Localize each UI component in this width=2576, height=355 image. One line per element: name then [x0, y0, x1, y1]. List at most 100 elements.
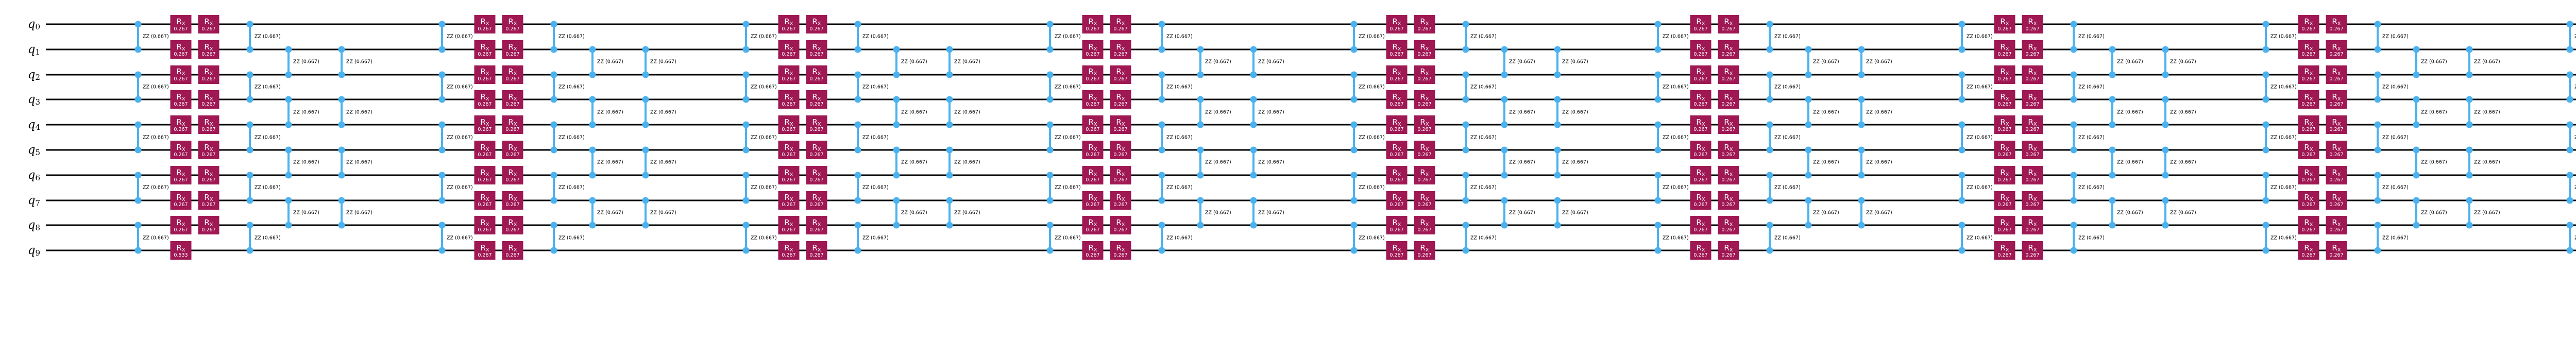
- zz-gate-dot-q1[interactable]: [2162, 46, 2169, 53]
- zz-gate-dot-q5[interactable]: [134, 146, 142, 154]
- zz-gate-dot-q9[interactable]: [742, 247, 750, 254]
- zz-gate-link-q3-q4[interactable]: [1860, 99, 1862, 125]
- zz-gate-link-q1-q2[interactable]: [1252, 49, 1255, 75]
- zz-gate-link-q7-q8[interactable]: [895, 200, 897, 226]
- zz-gate-dot-q9[interactable]: [2374, 247, 2381, 254]
- zz-gate-dot-q3[interactable]: [589, 96, 596, 103]
- zz-gate-dot-q4[interactable]: [285, 121, 292, 128]
- zz-gate-link-q6-q7[interactable]: [1465, 175, 1467, 200]
- zz-gate-dot-q7[interactable]: [742, 197, 750, 204]
- zz-gate-dot-q2[interactable]: [338, 71, 345, 78]
- zz-gate-link-q7-q8[interactable]: [1252, 200, 1255, 226]
- zz-gate-link-q1-q2[interactable]: [2164, 49, 2166, 75]
- zz-gate-dot-q1[interactable]: [2466, 46, 2473, 53]
- zz-gate-dot-q0[interactable]: [1654, 21, 1662, 28]
- zz-gate-dot-q5[interactable]: [854, 146, 861, 154]
- zz-gate-link-q5-q6[interactable]: [1860, 150, 1862, 175]
- zz-gate-link-q2-q3[interactable]: [1769, 74, 1771, 100]
- zz-gate-link-q3-q4[interactable]: [1503, 99, 1505, 125]
- zz-gate-dot-q1[interactable]: [1958, 46, 1965, 53]
- zz-gate-dot-q3[interactable]: [438, 96, 446, 103]
- zz-gate-dot-q2[interactable]: [285, 71, 292, 78]
- zz-gate-link-q7-q8[interactable]: [1556, 200, 1558, 226]
- zz-gate-link-q3-q4[interactable]: [1252, 99, 1255, 125]
- zz-gate-dot-q3[interactable]: [1805, 96, 1812, 103]
- zz-gate-link-q0-q1[interactable]: [249, 24, 251, 49]
- zz-gate-dot-q2[interactable]: [742, 71, 750, 78]
- zz-gate-link-q7-q8[interactable]: [1199, 200, 1201, 226]
- zz-gate-link-q2-q3[interactable]: [441, 74, 443, 100]
- zz-gate-dot-q7[interactable]: [589, 197, 596, 204]
- zz-gate-link-q8-q9[interactable]: [137, 225, 139, 251]
- zz-gate-dot-q2[interactable]: [1554, 71, 1561, 78]
- zz-gate-dot-q3[interactable]: [1158, 96, 1165, 103]
- zz-gate-link-q5-q6[interactable]: [591, 150, 594, 175]
- zz-gate-link-q4-q5[interactable]: [1961, 125, 1963, 150]
- zz-gate-dot-q8[interactable]: [1554, 222, 1561, 229]
- zz-gate-link-q8-q9[interactable]: [553, 225, 555, 251]
- zz-gate-dot-q5[interactable]: [246, 146, 253, 154]
- zz-gate-link-q3-q4[interactable]: [2111, 99, 2113, 125]
- zz-gate-link-q8-q9[interactable]: [249, 225, 251, 251]
- zz-gate-link-q3-q4[interactable]: [1199, 99, 1201, 125]
- zz-gate-dot-q9[interactable]: [854, 247, 861, 254]
- zz-gate-dot-q6[interactable]: [642, 172, 649, 179]
- zz-gate-dot-q9[interactable]: [1350, 247, 1358, 254]
- zz-gate-dot-q8[interactable]: [2109, 222, 2116, 229]
- zz-gate-link-q3-q4[interactable]: [341, 99, 343, 125]
- zz-gate-dot-q9[interactable]: [1958, 247, 1965, 254]
- zz-gate-dot-q1[interactable]: [1805, 46, 1812, 53]
- zz-gate-dot-q3[interactable]: [742, 96, 750, 103]
- zz-gate-dot-q9[interactable]: [2070, 247, 2077, 254]
- zz-gate-dot-q1[interactable]: [2566, 46, 2573, 53]
- zz-gate-link-q6-q7[interactable]: [1049, 175, 1051, 200]
- zz-gate-dot-q3[interactable]: [1654, 96, 1662, 103]
- zz-gate-link-q8-q9[interactable]: [1161, 225, 1163, 251]
- zz-gate-dot-q5[interactable]: [2374, 146, 2381, 154]
- zz-gate-dot-q5[interactable]: [589, 146, 596, 154]
- zz-gate-link-q8-q9[interactable]: [2377, 225, 2379, 251]
- zz-gate-dot-q1[interactable]: [1197, 46, 1204, 53]
- zz-gate-dot-q3[interactable]: [550, 96, 557, 103]
- zz-gate-dot-q7[interactable]: [1958, 197, 1965, 204]
- zz-gate-dot-q1[interactable]: [1501, 46, 1508, 53]
- zz-gate-dot-q7[interactable]: [642, 197, 649, 204]
- zz-gate-dot-q0[interactable]: [134, 21, 142, 28]
- zz-gate-dot-q0[interactable]: [1462, 21, 1469, 28]
- zz-gate-link-q6-q7[interactable]: [2569, 175, 2571, 200]
- zz-gate-link-q8-q9[interactable]: [441, 225, 443, 251]
- zz-gate-link-q8-q9[interactable]: [2265, 225, 2267, 251]
- zz-gate-dot-q7[interactable]: [2413, 197, 2420, 204]
